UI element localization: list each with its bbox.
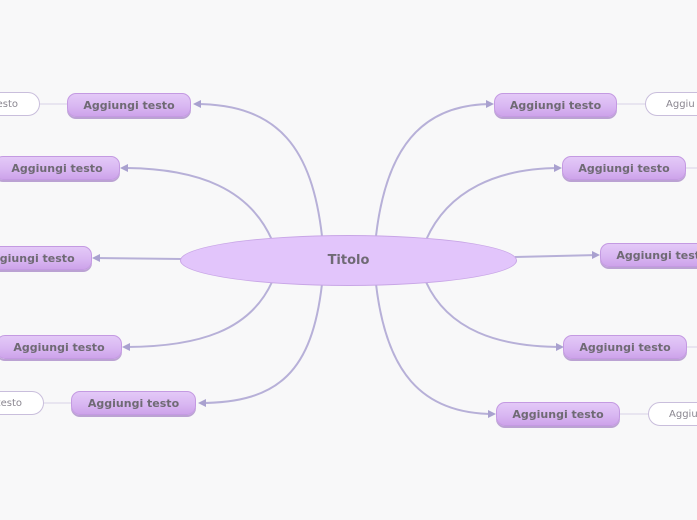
subtopic-right-5[interactable]: Aggiu	[648, 402, 697, 426]
topic-label: Aggiungi testo	[83, 98, 175, 112]
topic-label: Aggiungi testo	[578, 161, 670, 175]
arrowhead-left-1	[193, 100, 201, 108]
subtopic-right-1[interactable]: Aggiu	[645, 92, 697, 116]
central-topic[interactable]: Titolo	[180, 235, 517, 286]
arrowhead-right-2	[554, 164, 562, 172]
arrowhead-left-4	[122, 343, 130, 351]
arrowhead-right-4	[556, 343, 564, 351]
topic-right-5[interactable]: Aggiungi testo	[496, 402, 620, 426]
arrowhead-right-5	[488, 410, 496, 418]
subtopic-left-1[interactable]: testo	[0, 92, 40, 116]
subtopic-label: testo	[0, 98, 18, 110]
topic-right-2[interactable]: Aggiungi testo	[562, 156, 686, 180]
topic-left-4[interactable]: Aggiungi testo	[0, 335, 122, 359]
connector-left-3	[93, 257, 183, 260]
connector-left-1	[194, 103, 323, 237]
topic-label: Aggiungi testo	[0, 251, 75, 265]
topic-label: Aggiungi testo	[13, 340, 105, 354]
subtopic-left-5[interactable]: testo	[0, 391, 44, 415]
central-topic-label: Titolo	[327, 253, 370, 268]
topic-label: Aggiungi testo	[11, 161, 103, 175]
topic-label: Aggiungi testo	[512, 407, 604, 421]
topic-right-1[interactable]: Aggiungi testo	[494, 93, 617, 117]
topic-left-3[interactable]: Aggiungi testo	[0, 246, 92, 270]
arrowhead-left-2	[120, 164, 128, 172]
connector-right-2	[425, 167, 561, 241]
subtopic-label: testo	[0, 397, 22, 409]
connector-left-5	[199, 283, 323, 404]
topic-left-2[interactable]: Aggiungi testo	[0, 156, 120, 180]
connector-right-1	[375, 103, 493, 237]
topic-label: Aggiungi testo	[87, 396, 180, 410]
subtopic-label: Aggiu	[669, 408, 697, 420]
topic-label: Aggiungi testo	[509, 98, 602, 112]
topic-left-5[interactable]: Aggiungi testo	[71, 391, 196, 415]
connector-right-3	[514, 254, 599, 258]
arrowhead-right-3	[592, 251, 600, 259]
topic-left-1[interactable]: Aggiungi testo	[67, 93, 191, 117]
connector-right-5	[375, 283, 495, 415]
arrowhead-right-1	[486, 100, 494, 108]
subtopic-label: Aggiu	[666, 98, 695, 110]
topic-label: Aggiungi testo	[616, 248, 697, 262]
arrowhead-left-3	[92, 254, 100, 262]
topic-right-3[interactable]: Aggiungi testo	[600, 243, 697, 267]
topic-right-4[interactable]: Aggiungi testo	[563, 335, 687, 359]
connector-right-4	[425, 281, 563, 348]
connector-left-4	[123, 281, 273, 348]
connector-left-2	[121, 167, 273, 241]
topic-label: Aggiungi testo	[579, 340, 671, 354]
arrowhead-left-5	[198, 399, 206, 407]
